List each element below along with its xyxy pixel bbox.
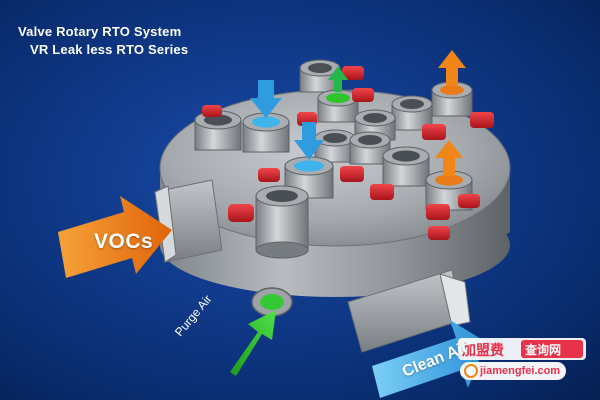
vocs-inlet-duct: [154, 179, 223, 263]
red-actuator: [458, 194, 480, 208]
magnifier-icon: [464, 364, 478, 378]
up-arrow-icon: [328, 66, 348, 92]
diagram-subtitle: VR Leak less RTO Series: [30, 42, 189, 57]
down-arrow-icon: [294, 122, 324, 160]
valve-cylinder: [391, 95, 433, 131]
red-actuator: [342, 66, 364, 80]
purge-air-port: [251, 287, 293, 317]
diagram-title: Valve Rotary RTO System: [18, 24, 182, 39]
red-actuator: [340, 166, 364, 182]
clean-air-outflow-arrow: [372, 320, 486, 398]
valve-cylinder: [431, 81, 473, 117]
red-actuator: [370, 184, 394, 200]
down-arrow-icon: [250, 80, 282, 118]
watermark-tag: 查询网: [524, 342, 561, 357]
valve-cylinder: [382, 146, 430, 187]
clean-air-outlet-duct: [347, 269, 471, 353]
red-actuator: [228, 204, 254, 222]
red-actuator: [202, 105, 222, 117]
watermark-badge: [458, 338, 586, 380]
up-arrow-icon: [438, 50, 466, 86]
vocs-inflow-arrow: [58, 196, 172, 278]
valve-cylinder: [314, 129, 356, 163]
vocs-label: VOCs: [94, 230, 154, 253]
valve-cylinder-green-outlet: [317, 89, 359, 123]
up-arrow-icon: [435, 140, 463, 176]
red-actuator: [426, 204, 450, 220]
red-actuator: [422, 124, 446, 140]
watermark-url: jiamengfei.com: [480, 365, 561, 377]
purge-air-arrow: [230, 310, 276, 376]
valve-cylinder: [194, 110, 242, 151]
valve-cylinder: [255, 185, 309, 259]
watermark-brand: 加盟费: [461, 342, 504, 359]
valve-cylinder: [349, 131, 391, 165]
flow-arrows: [250, 50, 466, 176]
valve-cylinder-blue-inlet: [242, 112, 290, 153]
red-actuator: [470, 112, 494, 128]
red-actuator: [352, 88, 374, 102]
red-actuator: [428, 226, 450, 240]
red-actuator: [258, 168, 280, 182]
